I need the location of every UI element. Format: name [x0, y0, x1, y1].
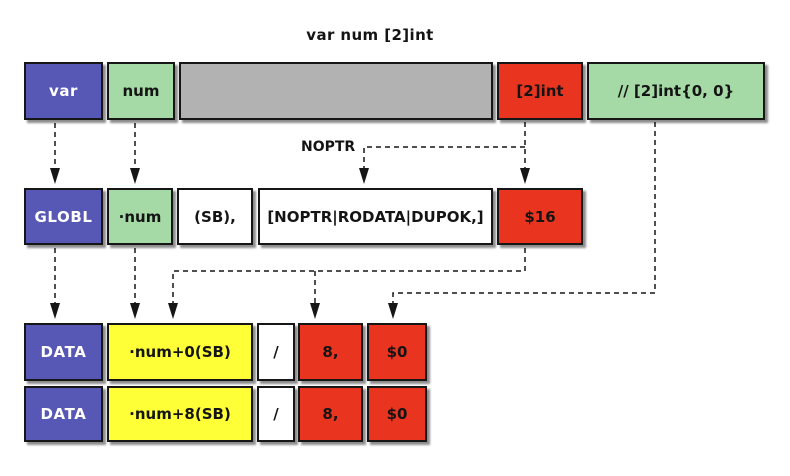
box-data-directive-2: DATA	[24, 386, 103, 442]
box-var-keyword: var	[24, 62, 103, 120]
box-address-offset-8: ·num+8(SB)	[107, 386, 253, 442]
arrow-num-to-symbol	[130, 123, 140, 184]
box-flags: [NOPTR|RODATA|DUPOK,]	[258, 188, 493, 245]
connector-values-to-data	[388, 122, 656, 319]
arrow-var-to-globl	[50, 123, 60, 184]
arrow-globl-to-data	[50, 248, 60, 319]
arrow-size-to-width	[310, 271, 320, 319]
box-placeholder	[179, 62, 493, 120]
box-zero-value-comment: // [2]int{0, 0}	[587, 62, 765, 120]
arrow-symbol-to-address	[130, 248, 140, 319]
box-symbol-num: ·num	[107, 188, 173, 245]
box-var-type: [2]int	[497, 62, 583, 120]
box-value-0-2: $0	[367, 386, 427, 442]
noptr-annotation-label: NOPTR	[301, 139, 356, 155]
connector-size-to-offset	[168, 248, 526, 319]
box-address-offset-0: ·num+0(SB)	[107, 323, 253, 381]
box-sb-pseudo-register: (SB),	[177, 188, 253, 245]
diagram-title: var num [2]int	[306, 26, 434, 44]
box-slash-2: /	[257, 386, 295, 442]
box-var-name: num	[107, 62, 175, 120]
box-width-8-2: 8,	[298, 386, 363, 442]
connector-noptr-flag	[359, 146, 525, 184]
box-size-16: $16	[497, 188, 583, 245]
box-globl-directive: GLOBL	[24, 188, 103, 245]
arrow-type-to-size	[520, 122, 530, 184]
box-data-directive-1: DATA	[24, 323, 103, 381]
box-slash-1: /	[257, 323, 295, 381]
box-width-8-1: 8,	[298, 323, 363, 381]
box-value-0-1: $0	[367, 323, 427, 381]
